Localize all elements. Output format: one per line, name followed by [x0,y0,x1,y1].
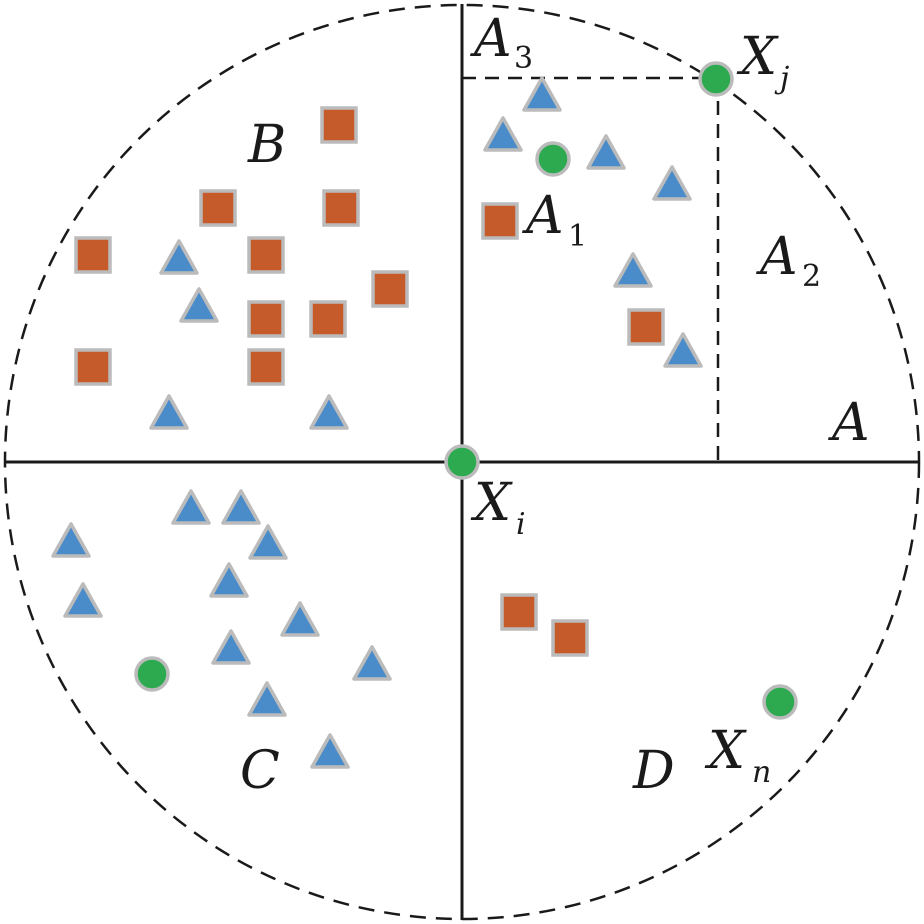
circle-marker-xj [698,61,734,97]
triangle-marker [663,332,703,368]
label-xi-sub: i [516,507,526,542]
label-a: A [828,393,870,453]
triangle-marker [209,562,249,598]
triangle-marker [652,165,692,201]
square-marker [627,308,665,346]
triangle-marker [171,489,211,525]
triangle-marker [149,394,189,430]
triangle-marker [483,116,523,152]
square-marker [371,270,409,308]
label-xi: X i [470,473,526,542]
label-xn-main: X [704,721,747,781]
circle-marker [134,656,170,692]
triangle-markers [51,76,703,769]
label-a1-main: A [522,186,564,246]
triangle-marker [309,394,349,430]
circle-marker-xi [444,444,480,480]
label-a2-sub: 2 [802,259,821,294]
square-marker [500,593,538,631]
triangle-marker [179,287,219,323]
triangle-marker [613,252,653,288]
label-xi-main: X [470,473,513,533]
triangle-marker [248,524,288,560]
triangle-marker [522,76,562,112]
label-a2: A 2 [756,227,821,294]
square-marker [322,189,360,227]
label-xj: X j [736,27,789,96]
label-xn-sub: n [752,755,771,790]
label-a1: A 1 [522,186,587,254]
square-marker [320,106,358,144]
label-a1-sub: 1 [568,219,587,254]
triangle-marker [51,522,91,558]
circle-markers [134,61,798,720]
square-marker [247,348,285,386]
triangle-marker [159,239,199,275]
square-marker [74,236,112,274]
square-marker [551,619,589,657]
triangle-marker [63,582,103,618]
square-marker [199,189,237,227]
square-markers [74,106,665,657]
triangle-marker [280,601,320,637]
circle-marker [535,141,571,177]
label-b: B [247,115,286,175]
square-marker [309,300,347,338]
label-a3-sub: 3 [514,41,533,76]
triangle-marker [211,629,251,665]
triangle-marker [352,645,392,681]
triangle-marker [310,733,350,769]
square-marker [247,300,285,338]
label-a2-main: A [756,227,798,287]
triangle-marker [247,681,287,717]
square-marker [481,202,519,240]
triangle-marker [221,489,261,525]
label-a3-main: A [470,9,512,69]
square-marker [247,236,285,274]
label-c: C [240,741,280,801]
circle-marker-xn [762,684,798,720]
label-a3: A 3 [470,9,533,76]
triangle-marker [586,134,626,170]
label-d: D [632,741,675,801]
label-xj-main: X [736,27,779,87]
label-xn: X n [704,721,771,790]
square-marker [74,348,112,386]
